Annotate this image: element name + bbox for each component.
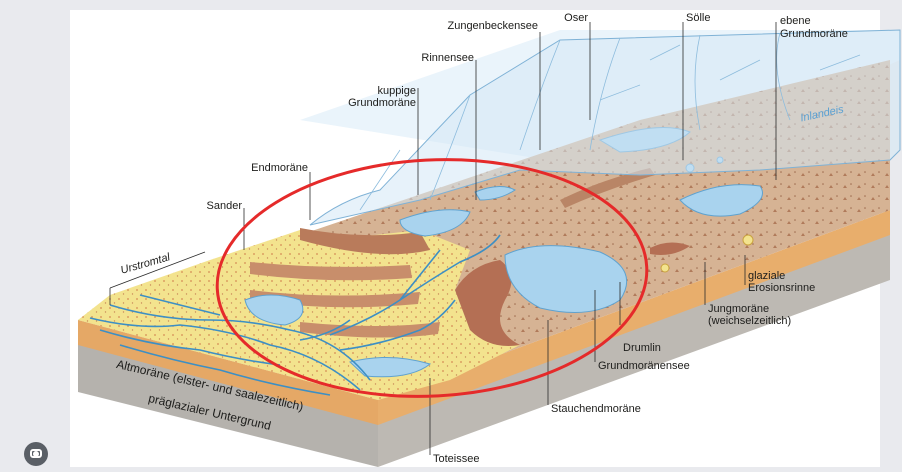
label-drumlin: Drumlin <box>623 342 661 354</box>
label-jung-line2: (weichselzeitlich) <box>708 315 791 327</box>
label-grundmoraenensee: Grundmoränensee <box>598 360 690 372</box>
label-stauchendmoraene: Stauchendmoräne <box>551 403 641 415</box>
label-endmoraene: Endmoräne <box>230 162 308 174</box>
label-ebene-line1: ebene <box>780 15 811 27</box>
label-oser: Oser <box>545 12 588 24</box>
label-glaziale-line2: Erosionsrinne <box>748 282 815 294</box>
label-kuppige-line2: Grundmoräne <box>320 97 416 109</box>
erosionsrinne-spot <box>743 235 753 245</box>
label-soelle: Sölle <box>686 12 710 24</box>
label-toteissee: Toteissee <box>433 453 479 465</box>
label-sander: Sander <box>190 200 242 212</box>
label-rinnensee: Rinnensee <box>390 52 474 64</box>
label-zungenbeckensee: Zungenbeckensee <box>420 20 538 32</box>
label-glaziale-line1: glaziale <box>748 270 785 282</box>
label-ebene-line2: Grundmoräne <box>780 28 848 40</box>
drumlin-spot <box>661 264 669 272</box>
label-jung-line1: Jungmoräne <box>708 303 769 315</box>
label-kuppige-line1: kuppige <box>320 85 416 97</box>
camera-lens-icon[interactable] <box>24 442 48 466</box>
